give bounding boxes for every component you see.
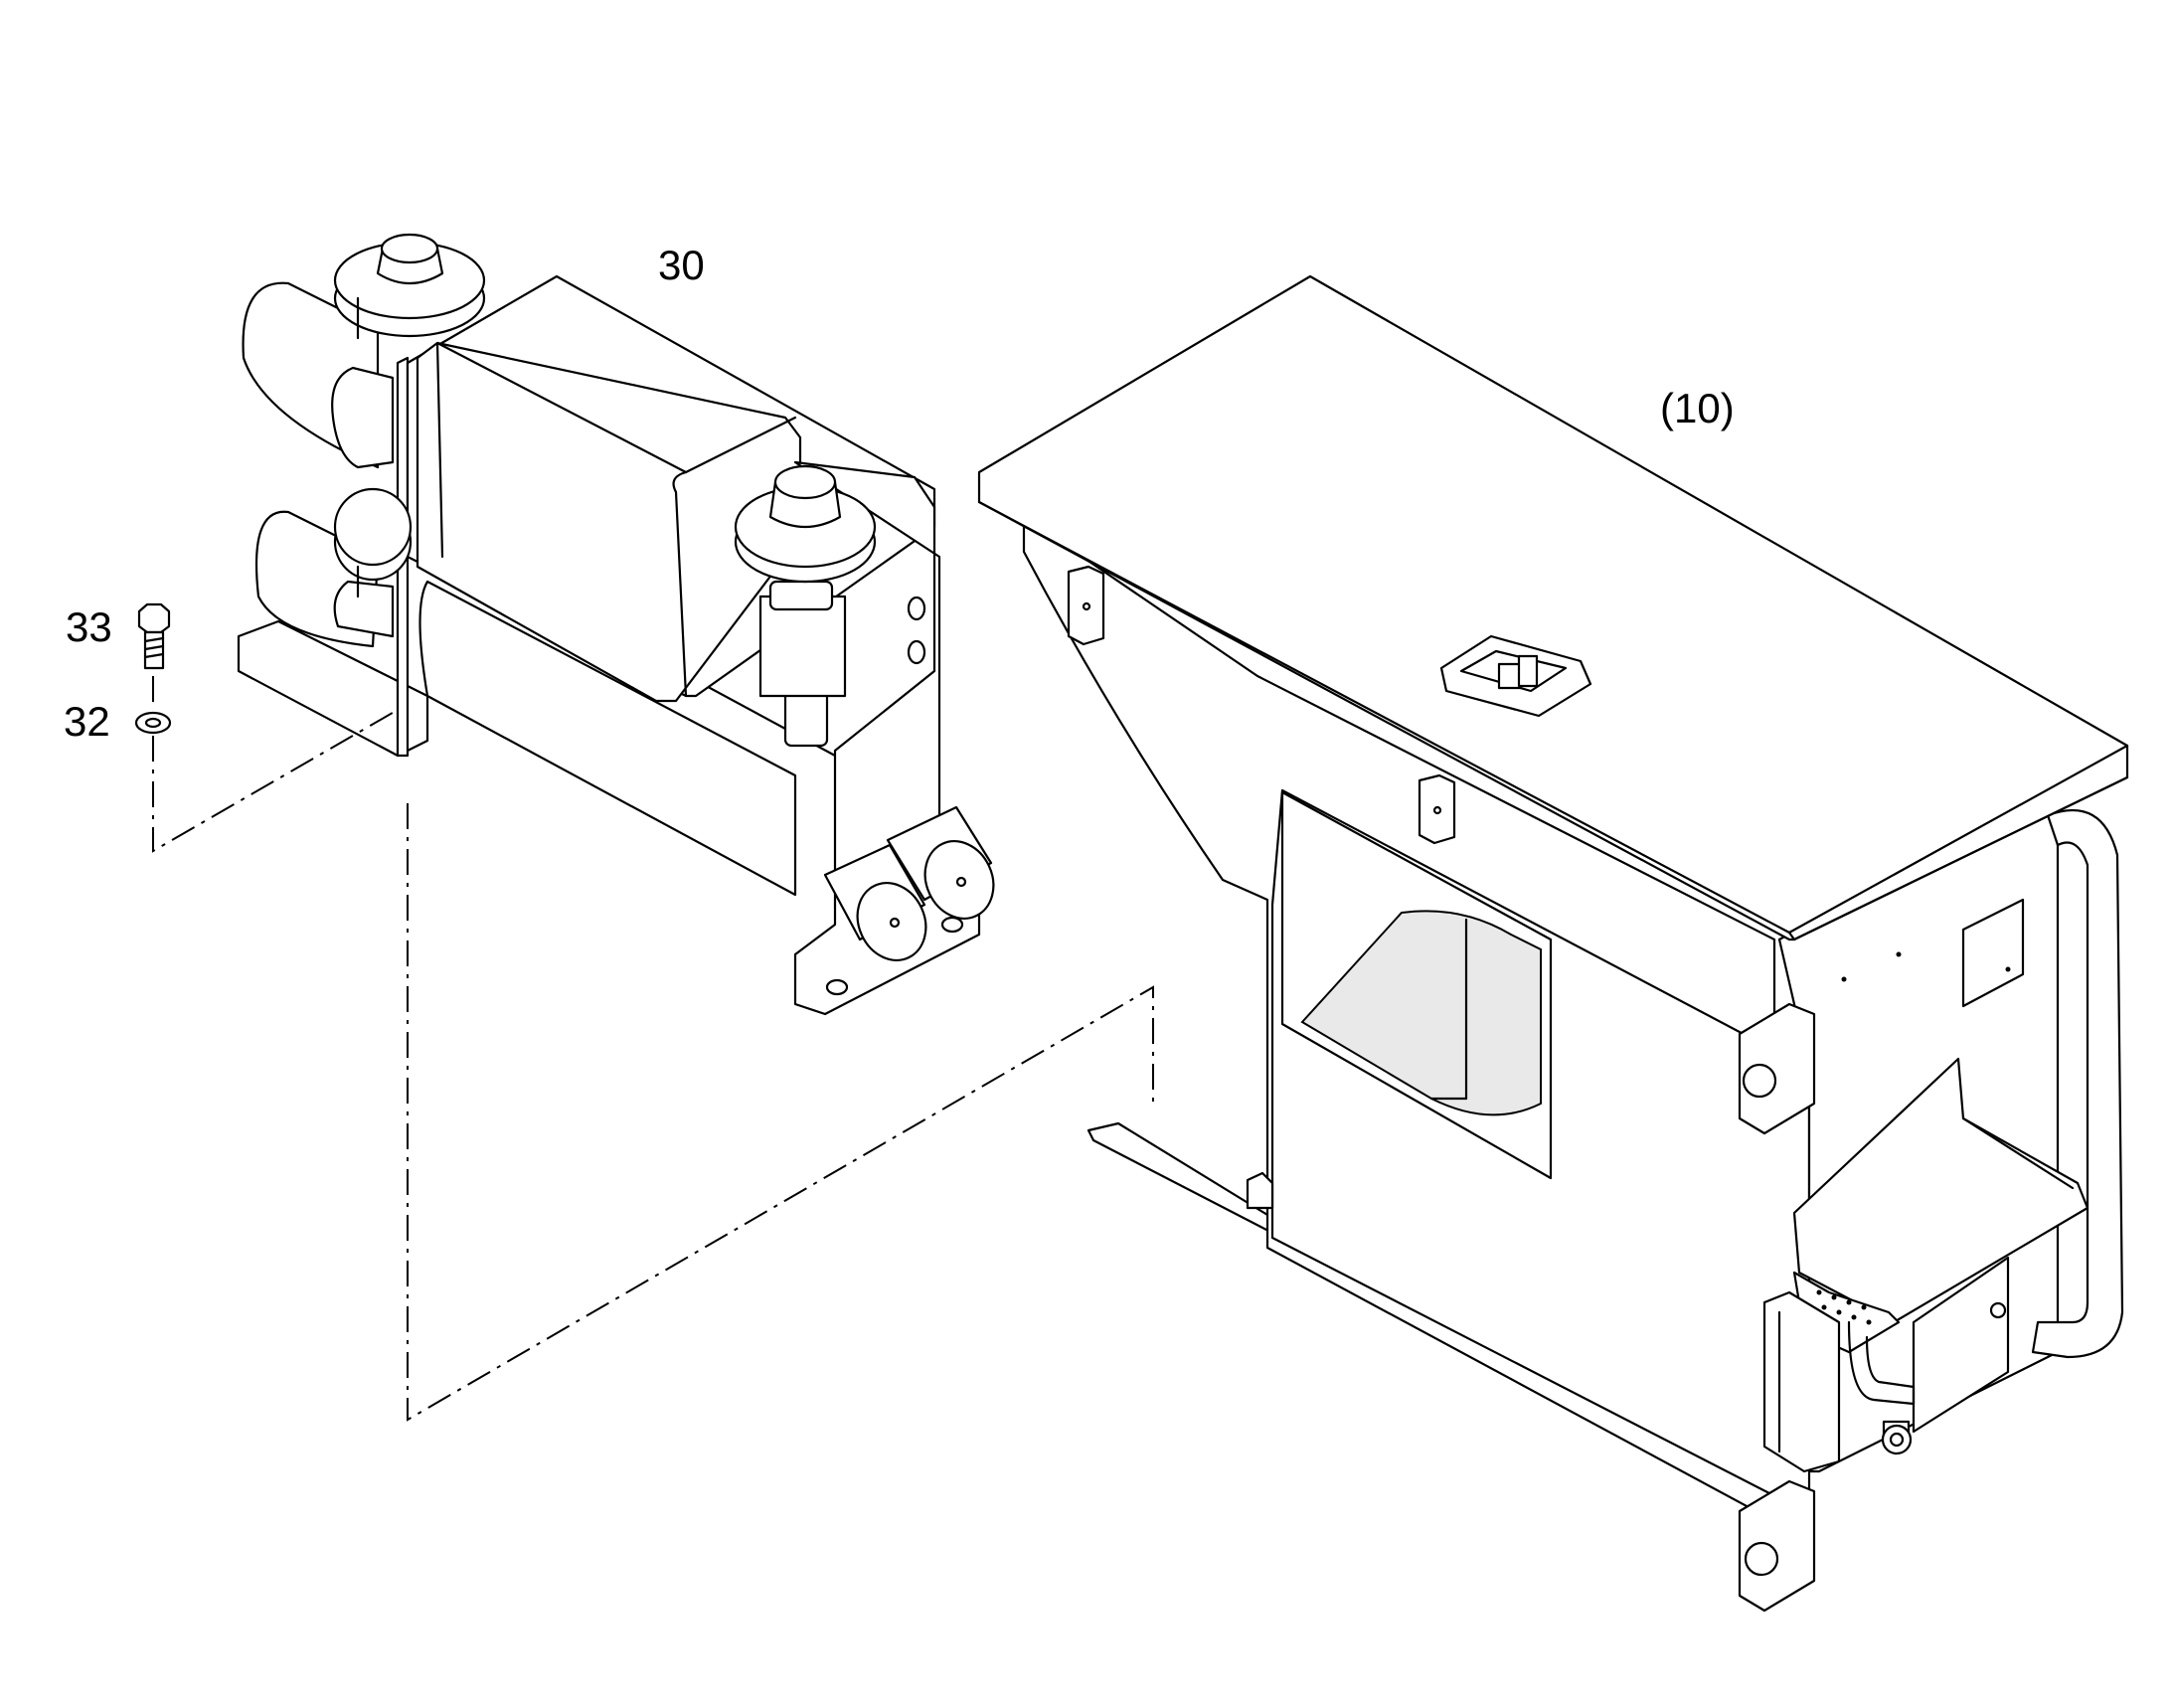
unit-30-valve-right xyxy=(734,464,877,748)
unit-30-cylinder xyxy=(418,580,797,897)
part-label-30: 30 xyxy=(658,242,705,288)
unit-30-roller-right xyxy=(886,805,995,920)
enclosure-10-lid-latch xyxy=(1439,634,1592,718)
enclosure-10 xyxy=(977,274,2129,1613)
enclosure-10-tab-2 xyxy=(1418,773,1456,845)
enclosure-10-mount-tab-upper xyxy=(1738,1002,1816,1135)
unit-30-knob-lower xyxy=(254,487,413,648)
enclosure-10-tray xyxy=(1792,1057,2089,1324)
enclosure-10-cable-gland xyxy=(1881,1420,1913,1455)
part-label-33: 33 xyxy=(66,603,112,650)
enclosure-10-floor xyxy=(1086,1121,1274,1235)
unit-30 xyxy=(237,233,995,1016)
enclosure-10-tube xyxy=(2031,808,2124,1359)
unit-30-base-plate xyxy=(237,619,429,758)
screw-33 xyxy=(137,602,171,670)
washer-32 xyxy=(134,711,172,735)
unit-30-knob-top xyxy=(242,233,486,469)
enclosure-10-tab-1 xyxy=(1067,565,1105,646)
enclosure-10-vertical-bracket xyxy=(1762,1290,1841,1473)
enclosure-10-mount-tab-lower xyxy=(1738,1479,1816,1613)
part-label-10: (10) xyxy=(1660,385,1735,431)
unit-30-roller-left xyxy=(823,843,927,961)
enclosure-10-label-plate xyxy=(1961,898,2025,1008)
assembly-leader-lines xyxy=(152,676,1154,1422)
part-label-32: 32 xyxy=(64,698,110,745)
